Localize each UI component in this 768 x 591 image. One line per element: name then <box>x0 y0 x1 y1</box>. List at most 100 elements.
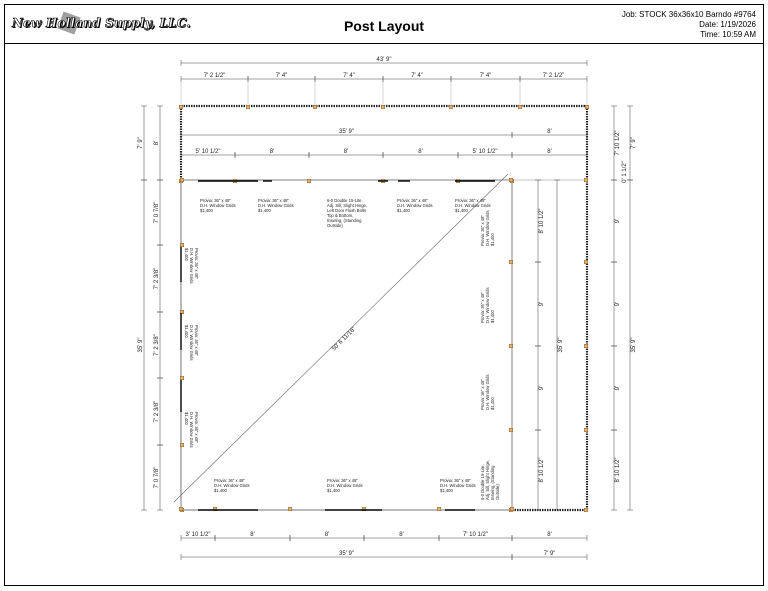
right-note-1-line: Provia: 36" x 48" <box>480 292 485 323</box>
right-outer-dim-2: 9' <box>615 386 621 390</box>
bottom-bay-dim-0: 3' 10 1/2" <box>186 532 211 538</box>
inner-right-dim: 8' <box>547 149 551 155</box>
right-top-b-dim: 7' 9" <box>631 137 637 149</box>
right-wall-post-0 <box>509 177 514 182</box>
left-seg-dim-4: 7' 0 7/8" <box>154 467 160 489</box>
bottom-total-right-dim: 7' 9" <box>544 551 556 557</box>
top-post-3 <box>381 104 386 109</box>
top-note-1: Provia: 36" x 48"D.H. Window Grids$1,400 <box>258 198 294 213</box>
top-post-4 <box>449 104 454 109</box>
company-logo: New Holland Supply, LLC. <box>12 16 191 31</box>
left-post-1 <box>179 242 184 247</box>
top-note-2-line: Left Door Flush Bolts <box>327 208 366 213</box>
top-note-3: Provia: 36" x 48"D.H. Window Grids$1,400 <box>397 198 433 213</box>
right-wall-post-1 <box>509 260 514 265</box>
right-note-1: Provia: 36" x 48"D.H. Window Grids$1,400 <box>480 287 495 323</box>
left-note-2-line: D.H. Window Grids <box>189 412 194 448</box>
right-outer-total-dim: 35' 9" <box>631 338 637 353</box>
left-note-0: Provia: 36" x 48"D.H. Window Grids$1,400 <box>184 248 199 284</box>
right-inner-total-dim: 35' 9" <box>558 338 564 353</box>
main-building-outline <box>180 179 513 511</box>
top-note-0-line: $1,400 <box>200 208 213 213</box>
bottom-post-3 <box>362 507 367 512</box>
right-inner-dim-3: 8' 10 1/2" <box>539 458 545 483</box>
left-seg-dim-0: 7' 0 7/8" <box>154 202 160 224</box>
bottom-note-0-line: Provia: 36" x 48" <box>214 478 245 483</box>
right-porch-post-0 <box>584 177 589 182</box>
top-bay-dim-1: 7' 4" <box>276 73 288 79</box>
right-porch-post-1 <box>584 260 589 265</box>
top-note-1-line: Provia: 36" x 48" <box>258 198 289 203</box>
bottom-note-1: Provia: 36" x 48"D.H. Window Grids$1,400 <box>327 478 363 493</box>
right-outer-dim-3: 8' 10 1/2" <box>615 458 621 483</box>
date-label: Date: 1/19/2026 <box>699 20 756 29</box>
bottom-bay-dim-4: 7' 10 1/2" <box>463 532 488 538</box>
right-outer-dim-1: 9' <box>615 302 621 306</box>
overall-top-dim: 43' 9" <box>377 57 392 63</box>
top-post-0 <box>178 104 183 109</box>
right-note-2-line: $1,400 <box>490 397 495 410</box>
right-note-0-line: $1,400 <box>490 233 495 246</box>
bottom-bay-dim-2: 8' <box>325 532 329 538</box>
right-note-2: Provia: 36" x 48"D.H. Window Grids$1,400 <box>480 374 495 410</box>
right-note-1-line: $1,400 <box>490 310 495 323</box>
top-note-3-line: Provia: 36" x 48" <box>397 198 428 203</box>
bottom-note-0: Provia: 36" x 48"D.H. Window Grids$1,400 <box>214 478 250 493</box>
top-note-3-line: $1,400 <box>397 208 410 213</box>
bottom-post-4 <box>437 507 442 512</box>
left-note-1-line: $1,400 <box>184 325 189 338</box>
top-note-0-line: Provia: 36" x 48" <box>200 198 231 203</box>
job-info: Job: STOCK 36x36x10 Barndo #9764 Date: 1… <box>622 10 756 40</box>
top-note-2-line: Top & Bottom, <box>327 213 353 218</box>
time-label: Time: 10:59 AM <box>700 30 756 39</box>
right-note-0: Provia: 36" x 48"D.H. Window Grids$1,400 <box>480 210 495 246</box>
inner-bay-dim-2: 8' <box>344 149 348 155</box>
right-top-c-dim: 0' 1 1/2" <box>622 161 628 183</box>
top-post-5 <box>518 104 523 109</box>
left-inner-top-dim: 8' <box>154 141 160 145</box>
bottom-post-2 <box>288 507 293 512</box>
left-note-1-line: D.H. Window Grids <box>189 325 194 361</box>
top-note-0: Provia: 36" x 48"D.H. Window Grids$1,400 <box>200 198 236 213</box>
right-note-3-line: Inswing, (Standing <box>490 465 495 500</box>
bottom-post-1 <box>212 507 217 512</box>
right-top-a-dim: 7' 10 1/2" <box>615 131 621 156</box>
inner-bay-dim-4: 5' 10 1/2" <box>473 149 498 155</box>
page-frame <box>4 4 764 586</box>
top-note-2-line: Adj. Sill, Slight Hinge, <box>327 203 367 208</box>
bottom-note-2-line: $1,400 <box>440 488 453 493</box>
left-note-0-line: Provia: 36" x 48" <box>194 248 199 279</box>
top-post-1 <box>245 104 250 109</box>
right-wall-post-3 <box>509 428 514 433</box>
right-outer-dim-0: 9' <box>615 219 621 223</box>
bottom-note-1-line: D.H. Window Grids <box>327 483 363 488</box>
right-note-1-line: D.H. Window Grids <box>485 287 490 323</box>
left-seg-dim-1: 7' 2 3/8" <box>154 268 160 290</box>
bottom-note-2-line: D.H. Window Grids <box>440 483 476 488</box>
top-bay-dim-2: 7' 4" <box>343 73 355 79</box>
top-note-1-line: D.H. Window Grids <box>258 203 294 208</box>
top-bay-dim-0: 7' 2 1/2" <box>204 73 226 79</box>
top-note-3-line: D.H. Window Grids <box>397 203 433 208</box>
left-note-2: Provia: 36" x 48"D.H. Window Grids$1,400 <box>184 412 199 448</box>
right-porch-post-3 <box>584 428 589 433</box>
bottom-post-0 <box>178 507 183 512</box>
top-note-1-line: $1,400 <box>258 208 271 213</box>
diagonal-dim: 50' 6 11/16" <box>331 326 357 352</box>
left-post-0 <box>179 177 184 182</box>
left-note-1: Provia: 36" x 48"D.H. Window Grids$1,400 <box>184 325 199 361</box>
top-note-4-line: D.H. Window Grids <box>455 203 491 208</box>
bottom-bay-dim-1: 8' <box>250 532 254 538</box>
left-post-3 <box>179 376 184 381</box>
right-note-3-line: 6-0 Double 15-Lite, <box>480 464 485 500</box>
bottom-bay-dim-3: 8' <box>399 532 403 538</box>
bottom-note-1-line: $1,400 <box>327 488 340 493</box>
right-note-3-line: Outside) <box>495 484 500 500</box>
right-note-0-line: D.H. Window Grids <box>485 210 490 246</box>
right-porch-post-4 <box>584 508 589 513</box>
top-note-2-line: Outside) <box>327 223 343 228</box>
left-note-2-line: Provia: 36" x 48" <box>194 412 199 443</box>
right-note-2-line: Provia: 36" x 48" <box>480 379 485 410</box>
bottom-right-dim: 8' <box>547 532 551 538</box>
